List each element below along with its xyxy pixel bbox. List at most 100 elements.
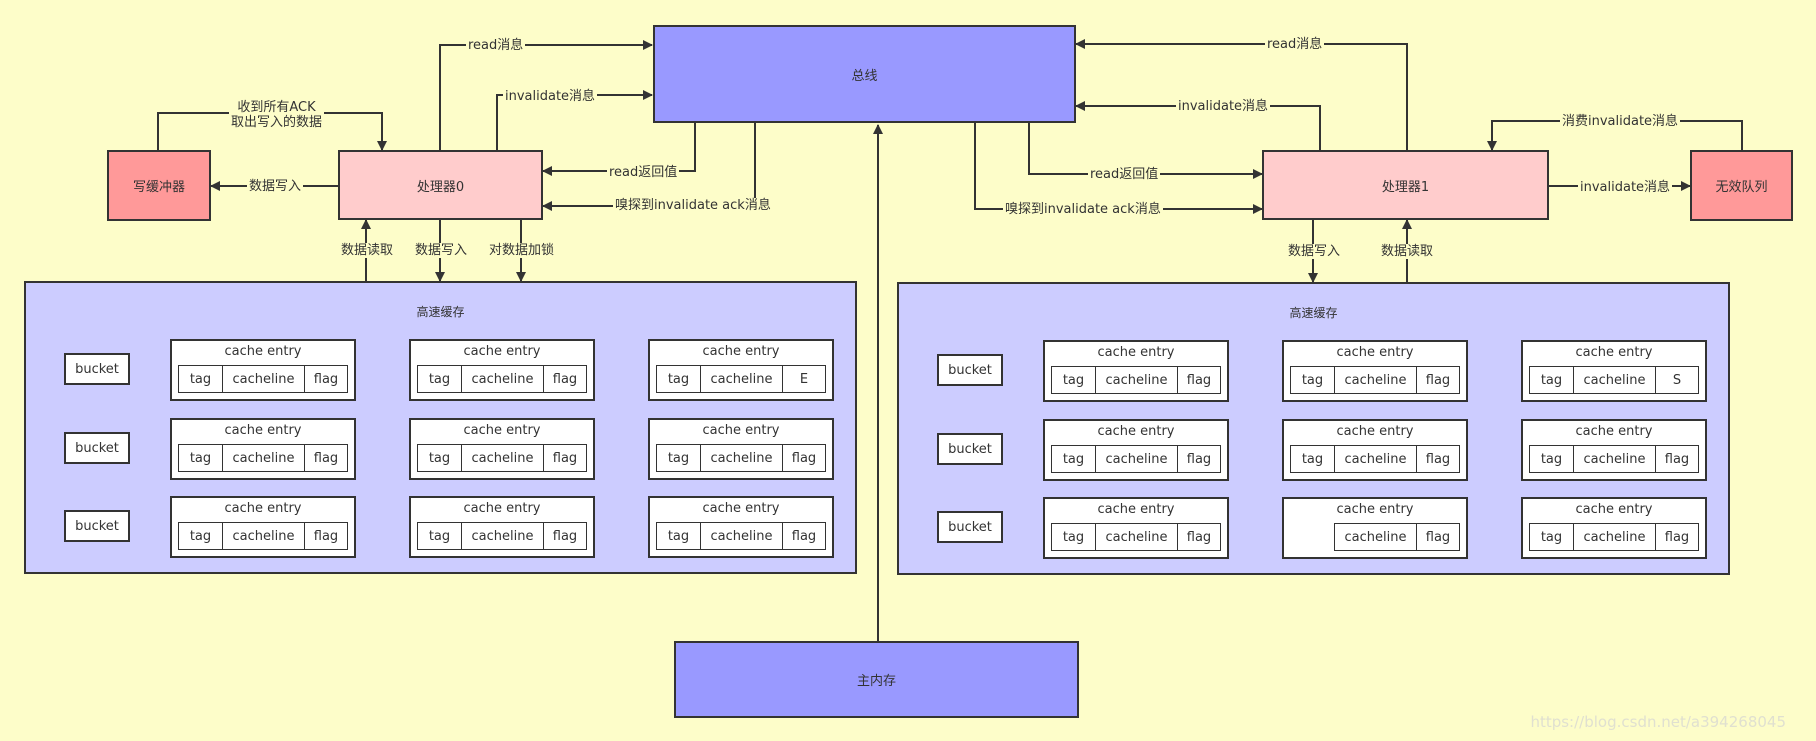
field-cacheline: cacheline (1096, 524, 1178, 550)
cache-entry-title: cache entry (1097, 345, 1175, 360)
field-flag: flag (1186, 451, 1212, 467)
field-tag: tag (657, 523, 701, 549)
edge-p1-invalidate (1075, 101, 1321, 150)
bucket: bucket (64, 353, 130, 385)
field-cacheline: cacheline (462, 445, 544, 471)
field-flag: flag (791, 450, 817, 466)
cache-entry-title: cache entry (1336, 424, 1414, 439)
label-wb-ack-line1: 收到所有ACK (237, 100, 316, 115)
bus-label: 总线 (851, 68, 878, 84)
cache-entry-title: cache entry (1336, 502, 1414, 517)
edge-bus-p1-sniff (974, 123, 1263, 214)
field-tag: tag (1052, 446, 1096, 472)
label-cache0-read: 数据读取 (339, 243, 396, 258)
processor1-label: 处理器1 (1381, 179, 1430, 195)
invalid-queue-box: 无效队列 (1690, 150, 1793, 221)
cache0-title: 高速缓存 (416, 305, 465, 319)
label-queue-consume: 消费invalidate消息 (1560, 114, 1681, 129)
cache-entry-title: cache entry (224, 423, 302, 438)
label-p0-wb-write: 数据写入 (247, 179, 304, 194)
field-cacheline: cacheline (1574, 524, 1656, 550)
cache-entry-title: cache entry (224, 344, 302, 359)
edge-p0-invalidate (496, 90, 653, 150)
field-cacheline: cacheline (1335, 446, 1417, 472)
field-flag-shared: S (1672, 372, 1682, 388)
field-flag: flag (313, 528, 339, 544)
watermark: https://blog.csdn.net/a394268045 (1530, 713, 1786, 731)
cache-entry-title: cache entry (1097, 424, 1175, 439)
bucket: bucket (937, 433, 1003, 465)
field-flag: flag (552, 528, 578, 544)
cache-entry-title: cache entry (1336, 345, 1414, 360)
label-p1-read: read消息 (1265, 37, 1325, 52)
field-tag: tag (1530, 367, 1574, 393)
processor1-box: 处理器1 (1262, 150, 1549, 220)
label-p0-read: read消息 (466, 38, 526, 53)
field-cacheline: cacheline (462, 523, 544, 549)
bucket: bucket (64, 432, 130, 464)
field-flag: flag (1664, 529, 1690, 545)
processor0-box: 处理器0 (338, 150, 543, 220)
field-tag: tag (1291, 446, 1335, 472)
label-p1-sniff: 嗅探到invalidate ack消息 (1003, 202, 1163, 217)
field-tag: tag (1530, 446, 1574, 472)
field-cacheline: cacheline (1096, 446, 1178, 472)
field-tag: tag (179, 366, 223, 392)
field-tag: tag (657, 445, 701, 471)
label-cache0-lock: 对数据加锁 (487, 243, 557, 258)
cache-entry-title: cache entry (1097, 502, 1175, 517)
field-tag: tag (1052, 367, 1096, 393)
cache-entry-title: cache entry (1575, 502, 1653, 517)
cache-entry-title: cache entry (702, 344, 780, 359)
field-cacheline: cacheline (223, 366, 305, 392)
field-cacheline: cacheline (1574, 446, 1656, 472)
cache-entry-title: cache entry (1575, 424, 1653, 439)
label-cache1-write: 数据写入 (1286, 244, 1343, 259)
field-tag: tag (1052, 524, 1096, 550)
main-memory-label: 主内存 (856, 674, 896, 689)
field-cacheline: cacheline (462, 366, 544, 392)
bus-box: 总线 (653, 25, 1076, 123)
field-flag: flag (1186, 372, 1212, 388)
field-tag: tag (1530, 524, 1574, 550)
write-buffer-box: 写缓冲器 (107, 150, 211, 221)
cache-entry-title: cache entry (463, 344, 541, 359)
field-flag: flag (1425, 451, 1451, 467)
invalid-queue-label: 无效队列 (1715, 180, 1768, 195)
main-memory-box: 主内存 (674, 641, 1079, 718)
cache-entry-title: cache entry (1575, 345, 1653, 360)
field-tag: tag (179, 445, 223, 471)
cache1-title: 高速缓存 (1289, 306, 1338, 320)
edge-p1-read (1075, 39, 1408, 150)
field-flag: flag (791, 528, 817, 544)
field-tag: tag (657, 366, 701, 392)
label-cache0-write: 数据写入 (413, 243, 470, 258)
label-p0-invalidate: invalidate消息 (503, 89, 598, 104)
bucket: bucket (937, 354, 1003, 386)
label-p1-invalidate: invalidate消息 (1176, 99, 1271, 114)
